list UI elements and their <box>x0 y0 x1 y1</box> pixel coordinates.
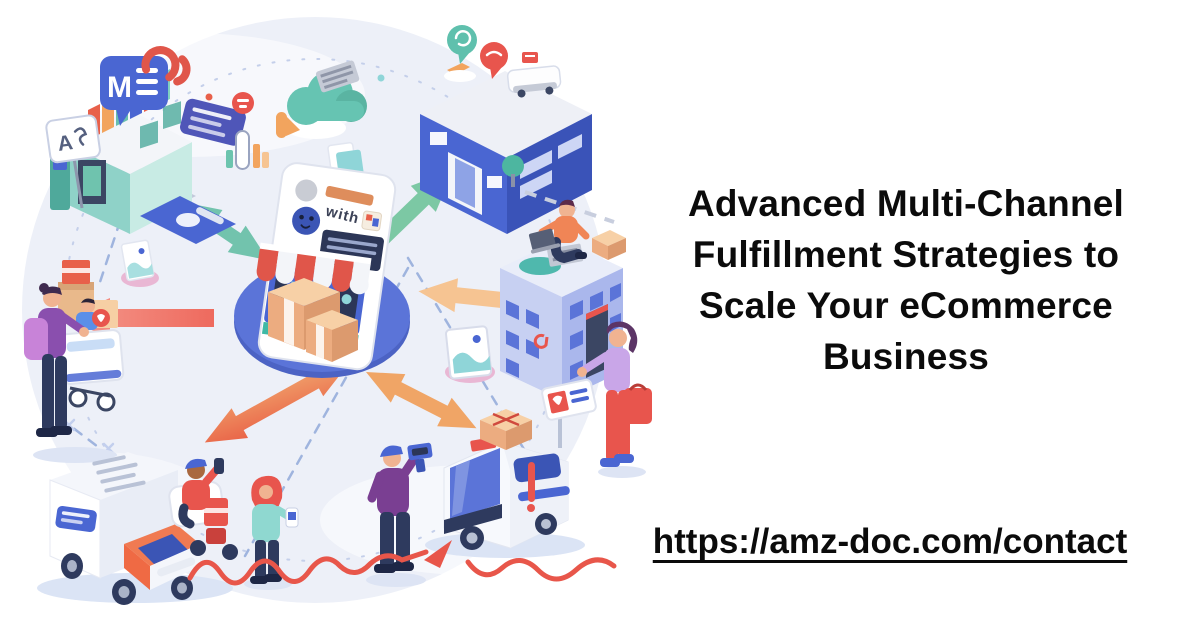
headline-line-1: Advanced Multi-Channel <box>687 183 1125 224</box>
translate-sign: A <box>45 114 101 209</box>
central-hub: with <box>234 162 410 378</box>
delivery-van <box>425 378 597 558</box>
warehouse-building <box>420 25 615 234</box>
photo-card-prop-left <box>120 239 159 287</box>
headline-line-3: Scale Your eCommerce <box>699 285 1113 326</box>
headline-block: Advanced Multi-Channel Fulfillment Strat… <box>632 178 1180 382</box>
contact-link-block: https://amz-doc.com/contact <box>600 522 1180 562</box>
cloud-server <box>286 60 367 139</box>
worker-sitting <box>528 199 590 264</box>
shopper-with-cart <box>24 260 125 463</box>
arrow-peach-left <box>418 278 503 313</box>
arrow-redorange-double <box>204 362 350 443</box>
photo-card-prop-right <box>444 325 495 383</box>
delivery-truck <box>37 452 233 605</box>
fulfillment-illustration: M A <box>22 17 652 605</box>
headline-line-4: Business <box>822 336 990 377</box>
store-bubble-letter: M <box>107 71 132 104</box>
headline-line-2: Fulfillment Strategies to <box>692 234 1120 275</box>
sign-letter: A <box>56 131 74 156</box>
customer-with-bag <box>577 321 652 478</box>
office-building-workers <box>500 199 652 478</box>
customer-with-phone <box>244 475 299 590</box>
delivery-route <box>187 540 617 586</box>
hub-parcels <box>268 278 358 362</box>
notification-card <box>180 92 254 146</box>
courier-scooter <box>168 458 238 560</box>
page-title: Advanced Multi-Channel Fulfillment Strat… <box>632 178 1180 382</box>
van-sign-screen <box>541 378 597 448</box>
contact-url-link[interactable]: https://amz-doc.com/contact <box>652 522 1128 561</box>
van-roof-parcel <box>480 409 532 450</box>
link-icon <box>141 46 191 86</box>
mini-bar-chart <box>226 112 287 170</box>
awning <box>256 242 372 295</box>
arrow-orange-double <box>366 372 477 429</box>
bookstore-storefront <box>50 69 236 244</box>
